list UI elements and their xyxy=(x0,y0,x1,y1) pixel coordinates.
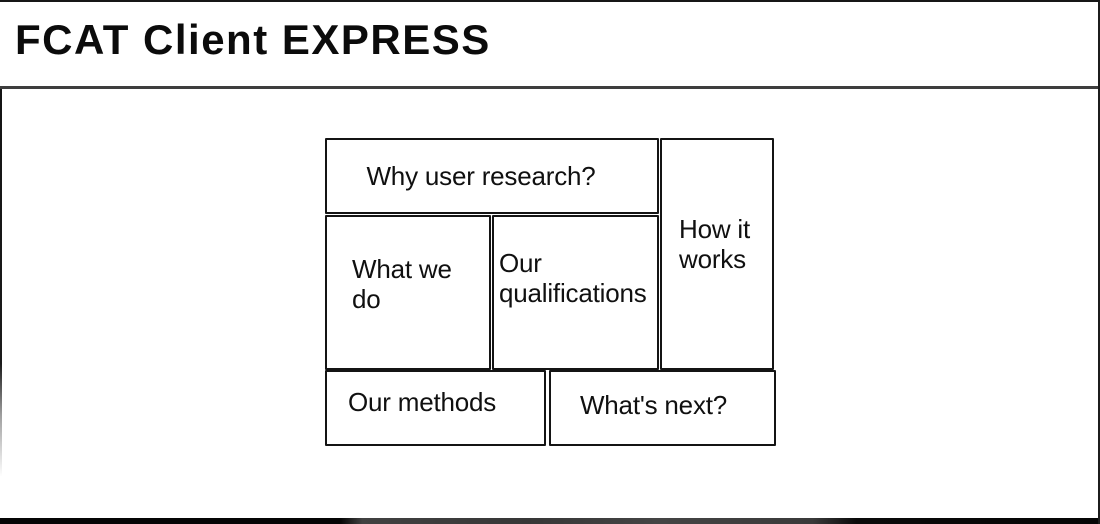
nav-box-our-qualifications[interactable]: Our qualifications xyxy=(492,215,659,370)
nav-box-what-we-do[interactable]: What we do xyxy=(325,215,491,370)
nav-box-label: What's next? xyxy=(579,390,728,420)
nav-box-label: What we do xyxy=(352,253,452,314)
nav-box-label: Our qualifications xyxy=(499,247,647,308)
nav-box-why-user-research[interactable]: Why user research? xyxy=(325,138,659,214)
nav-box-our-methods[interactable]: Our methods xyxy=(325,370,546,446)
header: FCAT Client EXPRESS xyxy=(0,2,1098,89)
footer-bar xyxy=(0,518,1098,524)
page-left-border xyxy=(0,2,2,518)
nav-box-whats-next[interactable]: What's next? xyxy=(549,370,776,446)
nav-box-label: How it works xyxy=(679,214,751,274)
page-title: FCAT Client EXPRESS xyxy=(15,16,491,63)
nav-box-how-it-works[interactable]: How it works xyxy=(660,138,774,370)
nav-box-label: Our methods xyxy=(348,387,497,417)
nav-box-label: Why user research? xyxy=(366,161,596,191)
